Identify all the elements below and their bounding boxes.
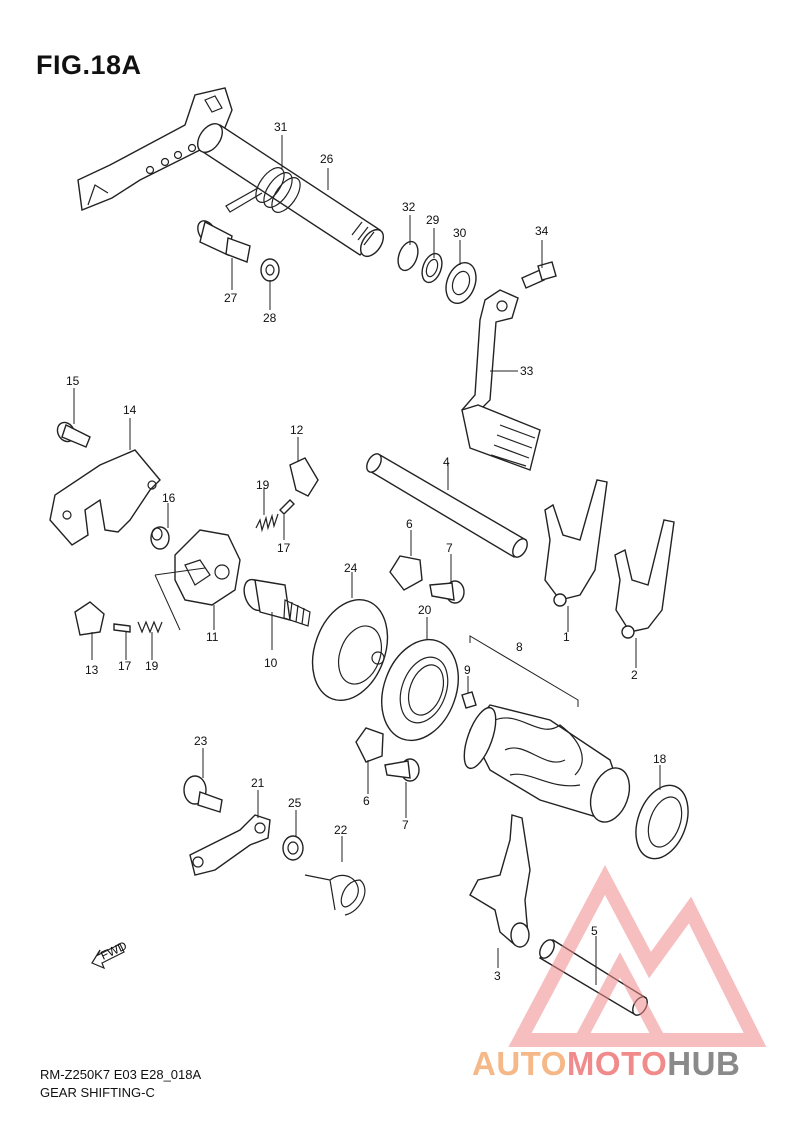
part-6-stopper-lower <box>355 727 384 763</box>
callout-6-upper: 6 <box>406 517 413 531</box>
callout-25: 25 <box>288 796 302 810</box>
part-18-needle-bearing <box>635 784 689 860</box>
part-31-spring <box>225 167 301 213</box>
callout-3: 3 <box>494 969 501 983</box>
part-6-stopper-upper <box>389 555 423 591</box>
part-4-fork-shaft <box>366 453 528 558</box>
callout-30: 30 <box>453 226 467 240</box>
part-30-oil-seal <box>445 261 477 305</box>
callout-16: 16 <box>162 491 176 505</box>
callout-24: 24 <box>344 561 358 575</box>
part-2-shift-fork <box>614 519 675 639</box>
callout-31: 31 <box>274 120 288 134</box>
figure-caption: GEAR SHIFTING-C <box>40 1085 155 1100</box>
part-19-spring <box>255 513 279 533</box>
part-20-bearing <box>381 638 459 742</box>
watermark-auto: AUTO <box>472 1045 567 1082</box>
callout-12: 12 <box>290 423 304 437</box>
callout-23: 23 <box>194 734 208 748</box>
callout-1: 1 <box>563 630 570 644</box>
callout-17-lower: 17 <box>118 659 132 673</box>
callout-26: 26 <box>320 152 334 166</box>
part-19-spring-lower <box>137 620 163 634</box>
callout-19-upper: 19 <box>256 478 270 492</box>
part-14-cam-guide-plate <box>49 449 161 546</box>
callout-5: 5 <box>591 924 598 938</box>
part-7-screw-upper <box>429 580 465 604</box>
callout-22: 22 <box>334 823 348 837</box>
part-24-gear <box>311 598 389 702</box>
part-28-washer <box>260 258 280 282</box>
callout-18: 18 <box>653 752 667 766</box>
model-code: RM-Z250K7 E03 E28_018A <box>40 1067 202 1082</box>
figure-title: FIG.18A <box>36 50 142 80</box>
part-33-shift-lever <box>461 289 541 471</box>
watermark-text: AUTOMOTOHUB <box>472 1045 740 1083</box>
callout-19-lower: 19 <box>145 659 159 673</box>
callout-29: 29 <box>426 213 440 227</box>
part-1-shift-fork <box>544 479 608 607</box>
part-16-bushing <box>150 526 170 550</box>
leader-lines <box>73 135 661 985</box>
watermark-logo <box>508 865 767 1047</box>
part-17-pin <box>279 499 295 515</box>
fwd-label: FWD <box>98 938 129 962</box>
part-7-screw-lower <box>384 758 420 782</box>
part-8-shift-cam <box>463 704 631 823</box>
part-21-arm <box>189 814 271 876</box>
callout-7-upper: 7 <box>446 541 453 555</box>
callout-14: 14 <box>123 403 137 417</box>
part-13-stopper <box>74 601 105 636</box>
callout-8: 8 <box>516 640 523 654</box>
watermark-hub: HUB <box>667 1045 741 1082</box>
part-3-shift-fork <box>469 814 531 948</box>
callout-10: 10 <box>264 656 278 670</box>
part-23-bolt <box>183 775 223 813</box>
part-26-shift-shaft <box>77 87 385 258</box>
part-22-spring <box>304 874 366 916</box>
part-34-bolt <box>521 261 557 289</box>
callout-15: 15 <box>66 374 80 388</box>
part-27-bolt <box>197 220 251 263</box>
callout-34: 34 <box>535 224 549 238</box>
callout-33: 33 <box>520 364 534 378</box>
part-15-screw <box>56 421 91 448</box>
callout-2: 2 <box>631 668 638 682</box>
callout-9: 9 <box>464 663 471 677</box>
callout-21: 21 <box>251 776 265 790</box>
callout-7-lower: 7 <box>402 818 409 832</box>
part-10-cam-bolt <box>243 578 311 627</box>
part-32-circlip <box>397 240 419 272</box>
callout-4: 4 <box>443 455 450 469</box>
part-25-washer <box>282 835 304 861</box>
part-12-stopper <box>289 457 319 497</box>
part-9-pin <box>461 691 477 709</box>
fwd-arrow-icon: FWD <box>91 938 129 970</box>
callout-28: 28 <box>263 311 277 325</box>
part-11-cam-plate <box>174 529 241 606</box>
part-29-washer <box>421 252 443 284</box>
callout-11: 11 <box>206 630 219 644</box>
callout-20: 20 <box>418 603 432 617</box>
callout-13: 13 <box>85 663 99 677</box>
callout-32: 32 <box>402 200 416 214</box>
callout-17-upper: 17 <box>277 541 291 555</box>
part-17-pin-lower <box>113 623 131 633</box>
callout-27: 27 <box>224 291 238 305</box>
callout-6-lower: 6 <box>363 794 370 808</box>
callout-labels: 1 2 3 4 5 6 6 7 7 8 9 10 11 12 13 14 15 … <box>66 120 667 983</box>
watermark-moto: MOTO <box>566 1045 668 1082</box>
